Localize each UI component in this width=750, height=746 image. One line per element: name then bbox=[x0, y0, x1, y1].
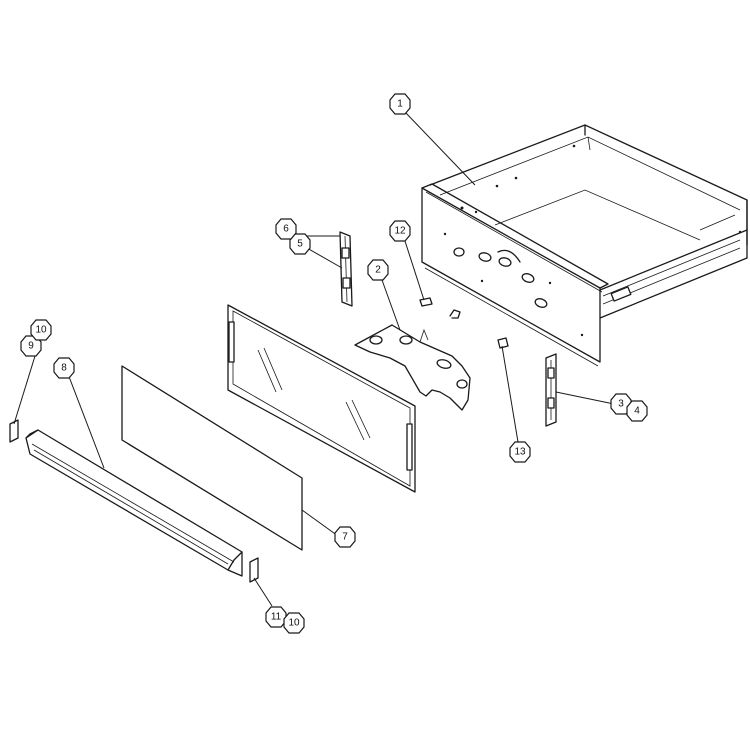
callout-12: 12 bbox=[389, 220, 411, 242]
callout-10-bottom: 10 bbox=[283, 612, 305, 634]
callout-8-label: 8 bbox=[61, 363, 67, 374]
callout-2-label: 2 bbox=[375, 265, 381, 276]
handle-part bbox=[25, 429, 243, 577]
callout-4-label: 4 bbox=[634, 406, 640, 417]
drawer-body-part bbox=[421, 124, 748, 367]
callout-11-label: 11 bbox=[271, 612, 282, 623]
callout-11: 11 bbox=[265, 606, 287, 628]
inner-glass-panel-part bbox=[227, 304, 416, 493]
right-end-cap-part bbox=[249, 557, 259, 583]
callout-13-label: 13 bbox=[514, 447, 526, 458]
callout-10-bottom-label: 10 bbox=[288, 618, 300, 629]
callout-10-top: 10 bbox=[30, 319, 52, 341]
right-side-bracket-part bbox=[545, 353, 557, 427]
callout-3: 3 bbox=[610, 393, 632, 415]
clip-part bbox=[419, 297, 461, 319]
outer-glass-part bbox=[121, 365, 303, 551]
callout-7-label: 7 bbox=[342, 532, 348, 543]
left-side-bracket-part bbox=[339, 231, 353, 307]
callout-12-label: 12 bbox=[394, 226, 406, 237]
small-block-part bbox=[497, 337, 509, 349]
callout-10-top-label: 10 bbox=[35, 325, 47, 336]
callout-13: 13 bbox=[509, 441, 531, 463]
callout-6: 6 bbox=[275, 218, 297, 240]
callout-1-label: 1 bbox=[397, 99, 403, 110]
callout-8: 8 bbox=[53, 357, 75, 379]
bracket-part bbox=[354, 324, 471, 411]
callout-4: 4 bbox=[626, 400, 648, 422]
callout-2: 2 bbox=[367, 259, 389, 281]
callout-6-label: 6 bbox=[283, 224, 289, 235]
callout-3-label: 3 bbox=[618, 399, 624, 410]
callout-5: 5 bbox=[289, 233, 311, 255]
callout-5-label: 5 bbox=[297, 239, 303, 250]
callout-7: 7 bbox=[334, 526, 356, 548]
callout-9-label: 9 bbox=[28, 341, 34, 352]
callout-1: 1 bbox=[389, 93, 411, 115]
